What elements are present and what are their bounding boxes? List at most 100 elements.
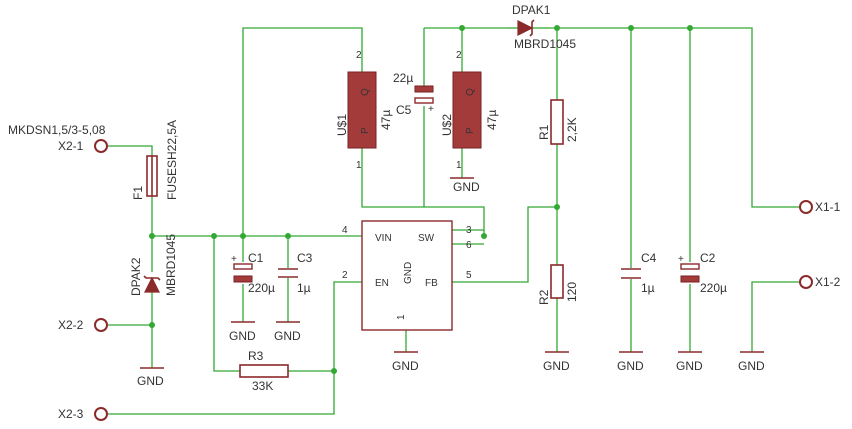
capacitor-c4-name: C4 <box>641 251 657 265</box>
resistor-r1-value: 2,2K <box>565 117 579 142</box>
diode-dpak2-cathode <box>143 275 161 281</box>
ground-u2: GND <box>450 177 480 194</box>
regulator-ic-body <box>361 220 453 331</box>
ground-label: GND <box>392 359 419 373</box>
diode-dpak2-name: DPAK2 <box>129 257 143 296</box>
inductor-u1-p: P <box>360 127 371 134</box>
junction-r3 <box>211 233 217 239</box>
x1-1-pad[interactable] <box>799 200 813 214</box>
ic-pin-sw: 3 <box>466 225 472 236</box>
capacitor-c1-minus-plate <box>233 275 253 283</box>
diode-dpak2[interactable]: DPAK2 MBRD1045 <box>129 234 178 296</box>
inductor-u1-pin1: 1 <box>356 160 362 171</box>
ic-pin-6: 6 <box>466 240 472 251</box>
ground-label: GND <box>543 359 570 373</box>
x1-2-pad[interactable] <box>799 275 813 289</box>
x2-3-pad[interactable] <box>94 407 108 421</box>
x2-3-label: X2-3 <box>58 407 84 421</box>
inductor-u2-body <box>452 71 482 149</box>
diode-dpak1-value: MBRD1045 <box>514 37 576 51</box>
ground-label: GND <box>137 374 164 388</box>
resistor-r3-body <box>239 364 289 378</box>
x1-1-label: X1-1 <box>815 200 841 214</box>
resistor-r3[interactable]: R3 33K <box>239 349 289 393</box>
fuse-f1[interactable]: F1 FUSESH22,5A <box>131 120 179 200</box>
resistor-r1-name: R1 <box>537 124 551 140</box>
capacitor-c2[interactable]: + C2 220µ <box>678 251 727 295</box>
capacitor-c3[interactable]: C3 1µ <box>278 251 313 295</box>
x2-2-pad[interactable] <box>94 318 108 332</box>
resistor-r1[interactable]: R1 2,2K <box>537 99 579 145</box>
junction-c2 <box>687 25 693 31</box>
regulator-ic[interactable]: VIN SW EN FB GND 4 3 6 2 5 1 <box>342 220 472 331</box>
diode-dpak2-value: MBRD1045 <box>164 234 178 296</box>
capacitor-c5-minus-plate <box>414 85 434 93</box>
resistor-r2-body <box>550 264 564 299</box>
capacitor-c4[interactable]: C4 1µ <box>621 251 657 295</box>
wires <box>108 27 800 415</box>
ground-symbols: GND GND GND GND GND GND GND GND <box>137 177 765 388</box>
capacitor-c5-value: 22µ <box>393 71 413 85</box>
diode-dpak1-triangle <box>517 20 534 36</box>
inductor-u2-pin1: 1 <box>456 160 462 171</box>
fuse-name: F1 <box>131 186 145 200</box>
junction-r1-top <box>554 25 560 31</box>
ic-pin-fb: 5 <box>466 270 472 281</box>
resistor-r2-value: 120 <box>565 282 579 302</box>
ic-fb-label: FB <box>425 278 438 289</box>
diode-dpak1-name: DPAK1 <box>512 3 551 17</box>
ic-gnd-label: GND <box>403 262 414 284</box>
x2-1-pad[interactable] <box>94 139 108 153</box>
ground-ic: GND <box>392 351 419 373</box>
capacitor-c5[interactable]: + 22µ C5 <box>393 71 434 117</box>
ground-c3: GND <box>274 321 301 343</box>
junction-fb <box>554 204 560 210</box>
inductor-u1-pin2: 2 <box>356 50 362 61</box>
ground-label: GND <box>453 180 480 194</box>
ground-r2: GND <box>543 351 570 373</box>
diode-dpak1[interactable]: DPAK1 MBRD1045 <box>508 3 576 51</box>
capacitor-c1-name: C1 <box>248 251 264 265</box>
junction-input <box>149 233 155 239</box>
resistor-r1-body <box>550 99 564 145</box>
capacitor-c2-value: 220µ <box>700 281 727 295</box>
ground-label: GND <box>274 329 301 343</box>
inductor-u2-p: P <box>465 127 476 134</box>
capacitor-c2-plus-plate <box>680 263 700 270</box>
connector-header-label: MKDSN1,5/3-5,08 <box>8 123 106 137</box>
ground-label: GND <box>676 359 703 373</box>
capacitor-c1-plus-plate <box>233 263 253 270</box>
ic-sw-label: SW <box>418 233 435 244</box>
ic-pin-vin: 4 <box>342 225 348 236</box>
ic-pin-gnd: 1 <box>396 314 407 320</box>
inductor-u1-name: U$1 <box>335 114 349 136</box>
inductor-u1[interactable]: 2 1 Q P U$1 47µ <box>335 50 393 171</box>
connectors: MKDSN1,5/3-5,08 X2-1 X2-2 X2-3 X1-1 X1-2 <box>8 123 841 421</box>
fuse-value: FUSESH22,5A <box>165 120 179 200</box>
inductor-u2-pin2: 2 <box>456 50 462 61</box>
inductor-u2-value: 47µ <box>485 110 499 130</box>
junction-c3 <box>285 233 291 239</box>
ground-c4: GND <box>617 351 644 373</box>
junction-c1 <box>240 233 246 239</box>
capacitor-c1-plus: + <box>231 254 237 265</box>
ic-pin-en: 2 <box>342 270 348 281</box>
inductor-u1-body <box>347 71 377 149</box>
ic-en-label: EN <box>375 278 389 289</box>
capacitor-c1[interactable]: + C1 220µ <box>231 251 275 295</box>
ground-c1: GND <box>229 321 256 343</box>
junction-sw <box>481 233 487 239</box>
capacitor-c5-name: C5 <box>396 103 412 117</box>
x2-2-label: X2-2 <box>58 318 84 332</box>
capacitor-c5-plus-plate <box>414 97 434 104</box>
capacitor-c4-value: 1µ <box>641 281 655 295</box>
ground-x1-2: GND <box>738 351 765 373</box>
ground-label: GND <box>617 359 644 373</box>
capacitor-c2-minus-plate <box>680 275 700 283</box>
inductor-u2[interactable]: 2 1 Q P U$2 47µ <box>440 50 499 171</box>
resistor-r2[interactable]: R2 120 <box>537 264 579 305</box>
capacitor-c2-name: C2 <box>700 251 716 265</box>
capacitor-c3-name: C3 <box>297 251 313 265</box>
